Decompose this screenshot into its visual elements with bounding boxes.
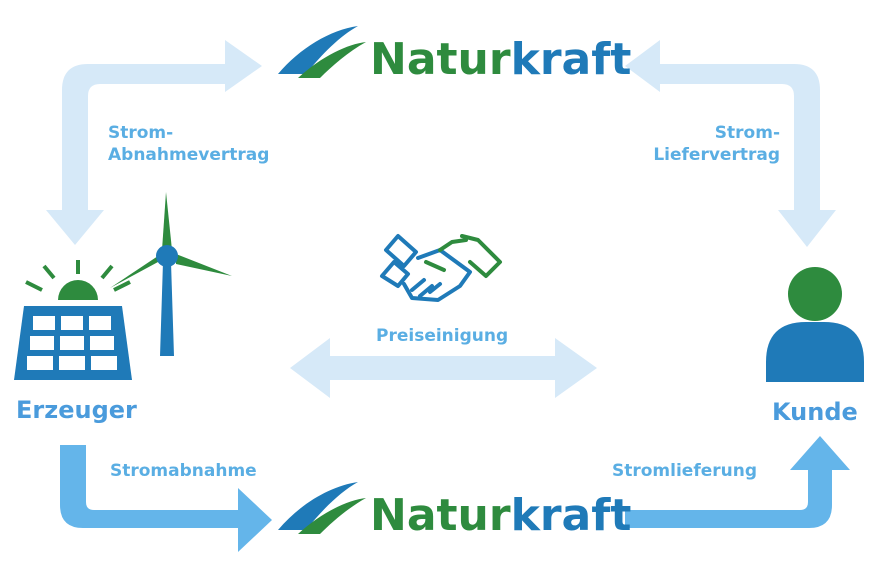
arrow-contract-right [625, 40, 836, 247]
label-stromabnahme: Stromabnahme [110, 461, 257, 481]
label-kunde: Kunde [772, 398, 858, 426]
label-erzeuger: Erzeuger [16, 396, 137, 424]
arrow-stromlieferung [625, 436, 850, 528]
naturkraft-logo-icon-top [278, 26, 366, 78]
label-strom-abnahmevertrag: Strom- Abnahmevertrag [108, 122, 269, 166]
arrow-stromabnahme [60, 445, 272, 552]
label-line: Abnahmevertrag [108, 145, 270, 165]
label-preiseinigung: Preiseinigung [376, 326, 509, 346]
handshake-icon [380, 234, 502, 302]
arrow-contract-left [46, 40, 262, 245]
brand-part-blue: kraft [510, 490, 632, 541]
naturkraft-wordmark-top: Naturkraft [370, 34, 631, 85]
naturkraft-wordmark-bottom: Naturkraft [370, 490, 631, 541]
naturkraft-logo-icon-bottom [278, 482, 366, 534]
label-stromlieferung: Stromlieferung [612, 461, 758, 481]
brand-part-blue: kraft [510, 34, 632, 85]
brand-part-green: Natur [370, 34, 511, 85]
arrow-price-agreement [290, 338, 597, 398]
label-line: Strom- [108, 123, 174, 143]
wind-turbine-icon [110, 192, 232, 356]
brand-part-green: Natur [370, 490, 511, 541]
customer-person-icon [766, 267, 864, 382]
label-line: Liefervertrag [653, 145, 780, 165]
sun-icon [25, 260, 131, 300]
label-line: Strom- [714, 123, 780, 143]
solar-panel-icon [14, 306, 132, 380]
label-strom-liefervertrag: Strom- Liefervertrag [610, 122, 780, 166]
